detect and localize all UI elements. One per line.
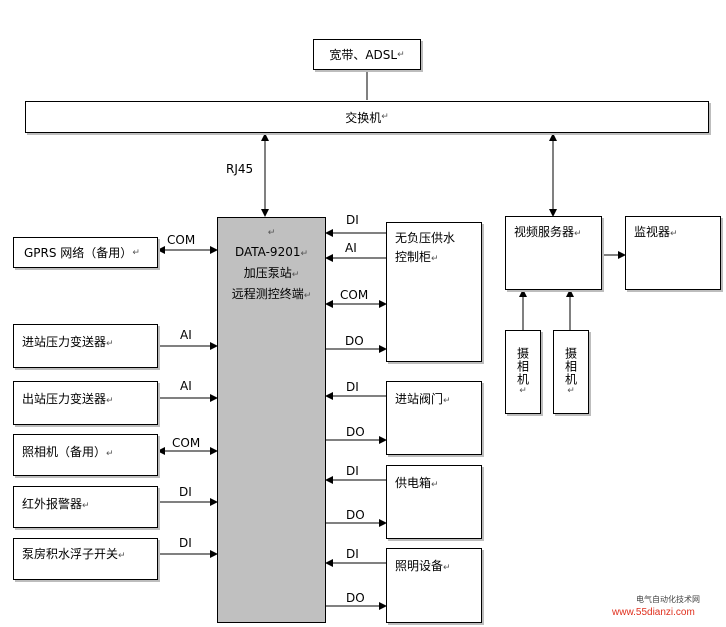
gprs-node: GPRS 网络（备用）↵ [13, 237, 158, 268]
lighting-node: 照明设备↵ [386, 548, 482, 623]
valve-di-label: DI [346, 380, 359, 394]
broadband-node: 宽带、ADSL↵ [313, 39, 421, 70]
video-server-node: 视频服务器↵ [505, 216, 602, 290]
return-mark: ↵ [574, 229, 582, 239]
return-mark: ↵ [82, 501, 90, 511]
power-di-label: DI [346, 464, 359, 478]
light-do-label: DO [346, 591, 365, 605]
terminal-node: ↵ DATA-9201↵ 加压泵站↵ 远程测控终端↵ [217, 217, 326, 623]
watermark-url: www.55dianzi.com [612, 607, 695, 618]
return-mark: ↵ [267, 228, 276, 238]
out-pressure-link-label: AI [180, 379, 192, 393]
return-mark: ↵ [670, 229, 678, 239]
cab-com-label: COM [340, 288, 369, 302]
return-mark: ↵ [381, 112, 389, 122]
gprs-label: GPRS 网络（备用） [24, 246, 133, 260]
return-mark: ↵ [431, 254, 439, 264]
valve-do-label: DO [346, 425, 365, 439]
return-mark: ↵ [431, 480, 439, 490]
float-switch-node: 泵房积水浮子开关↵ [13, 538, 158, 580]
out-pressure-node: 出站压力变送器↵ [13, 381, 158, 425]
return-mark: ↵ [300, 249, 309, 259]
in-pressure-node: 进站压力变送器↵ [13, 324, 158, 368]
return-mark: ↵ [291, 270, 300, 280]
switch-label: 交换机 [345, 110, 382, 125]
return-mark: ↵ [106, 339, 114, 349]
infrared-label: 红外报警器 [22, 497, 83, 511]
return-mark: ↵ [106, 449, 114, 459]
cab-di-label: DI [346, 213, 359, 227]
camera-backup-label: 照相机（备用） [22, 445, 107, 459]
inlet-valve-label: 进站阀门 [395, 392, 444, 406]
infrared-link-label: DI [179, 485, 192, 499]
return-mark: ↵ [118, 551, 126, 561]
lighting-label: 照明设备 [395, 559, 444, 573]
cab-ai-label: AI [345, 241, 357, 255]
broadband-label: 宽带、ADSL [329, 48, 398, 62]
terminal-line-2: 加压泵站 [243, 266, 292, 280]
control-cabinet-node: 无负压供水 控制柜↵ [386, 222, 482, 362]
monitor-label: 监视器 [634, 225, 671, 239]
return-mark: ↵ [567, 386, 575, 396]
terminal-line-3: 远程测控终端 [231, 287, 304, 301]
return-mark: ↵ [443, 396, 451, 406]
camera-link-label: COM [172, 436, 201, 450]
rj45-label: RJ45 [226, 162, 254, 176]
power-box-label: 供电箱 [395, 476, 432, 490]
float-switch-label: 泵房积水浮子开关 [22, 547, 119, 561]
in-pressure-link-label: AI [180, 328, 192, 342]
watermark-site-name: 电气自动化技术网 [636, 595, 700, 604]
return-mark: ↵ [397, 49, 405, 60]
camera-1-node: 摄相机↵ [505, 330, 541, 414]
camera-1-label: 摄相机 [515, 347, 530, 386]
light-di-label: DI [346, 547, 359, 561]
return-mark: ↵ [132, 247, 140, 258]
power-do-label: DO [346, 508, 365, 522]
camera-backup-node: 照相机（备用）↵ [13, 434, 158, 476]
control-cabinet-line-1: 无负压供水 [395, 231, 456, 245]
infrared-node: 红外报警器↵ [13, 486, 158, 528]
terminal-line-1: DATA-9201 [234, 245, 301, 259]
power-box-node: 供电箱↵ [386, 465, 482, 539]
cab-do-label: DO [345, 334, 364, 348]
return-mark: ↵ [519, 386, 527, 396]
gprs-link-label: COM [167, 233, 196, 247]
return-mark: ↵ [106, 396, 114, 406]
return-mark: ↵ [303, 291, 312, 301]
float-link-label: DI [179, 536, 192, 550]
out-pressure-label: 出站压力变送器 [22, 392, 107, 406]
inlet-valve-node: 进站阀门↵ [386, 381, 482, 455]
in-pressure-label: 进站压力变送器 [22, 335, 107, 349]
camera-2-label: 摄相机 [563, 347, 578, 386]
camera-2-node: 摄相机↵ [553, 330, 589, 414]
return-mark: ↵ [443, 563, 451, 573]
video-server-label: 视频服务器 [514, 225, 575, 239]
control-cabinet-line-2: 控制柜 [395, 250, 432, 264]
switch-node: 交换机↵ [25, 101, 709, 133]
monitor-node: 监视器↵ [625, 216, 721, 290]
